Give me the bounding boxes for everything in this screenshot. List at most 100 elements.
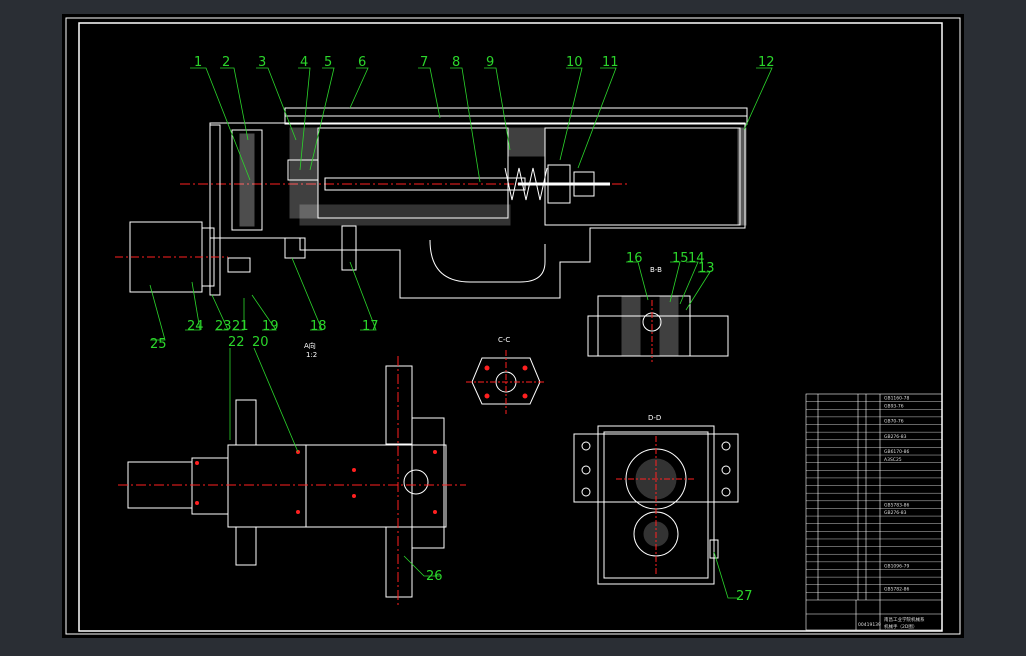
bb-block [597,295,691,357]
balloon-8: 8 [452,55,460,70]
balloon-10: 10 [566,55,583,70]
bom-standards: GB1160-78GB93-76GB70-76GB276-83GB6170-86… [884,396,910,593]
a-arm-top [385,365,413,445]
balloon-15: 15 [672,251,689,266]
main-section-view [115,107,748,299]
balloon-2: 2 [222,55,230,70]
a-arm-bottom [385,526,413,598]
section-cc-label: C-C [498,336,510,344]
leader-lines-bb [626,261,711,311]
gear-pack [231,129,263,231]
left-plate [209,124,221,296]
balloon-21: 21 [232,319,249,334]
gear-teeth [239,133,255,227]
a-body [305,444,447,528]
dd-hole [721,441,731,451]
balloon-18: 18 [310,319,327,334]
balloon-25: 25 [150,337,167,352]
balloon-20: 20 [252,335,269,350]
balloon-26: 26 [426,569,443,584]
leader-lines-a [229,347,440,577]
dd-hole [721,465,731,475]
balloon-9: 9 [486,55,494,70]
bom-standard: GB5782-86 [884,586,910,592]
view-a-label: A向 [304,341,316,350]
dd-hole [721,487,731,497]
dd-inner [603,431,709,579]
dd-plug [709,539,719,559]
balloon-4: 4 [300,55,308,70]
balloon-22: 22 [228,335,245,350]
pinion [227,257,251,273]
drawing-sheet [62,14,964,638]
bom-standard: GB276-83 [884,434,907,440]
cc-bolt-hole [522,393,528,399]
balloon-19: 19 [262,319,279,334]
a-bolt [433,450,437,454]
lower-bracket [429,239,546,283]
section-bb-view [587,295,729,362]
outer-frame [65,17,961,635]
a-bolt [195,461,199,465]
balloon-3: 3 [258,55,266,70]
dd-hole [581,465,591,475]
a-bore [403,469,429,495]
balloon-24: 24 [187,319,204,334]
nut-block [547,164,571,204]
a-bolt [296,510,300,514]
a-gear-bottom [235,526,257,566]
inner-frame [78,22,943,632]
balloon-6: 6 [358,55,366,70]
cc-bolt-hole [484,365,490,371]
section-dd-view [573,425,739,585]
bom-standard: GB70-76 [884,419,904,425]
balloon-12: 12 [758,55,775,70]
balloon-13: 13 [698,261,715,276]
drawing-number: 00419139 [858,622,881,628]
a-side-plate [411,417,445,549]
balloon-23: 23 [215,319,232,334]
spring [504,167,548,201]
bom-table [805,393,943,631]
bom-standard: GB1160-78 [884,396,910,402]
lock-nut [573,171,595,197]
section-dd-label: D-D [648,414,661,422]
bolt-17 [341,225,357,271]
leader-lines-top [149,67,773,341]
mid-wall-hatch-top [507,127,546,157]
balloon-11: 11 [602,55,619,70]
balloon-1: 1 [194,55,202,70]
a-bolt [195,501,199,505]
balloons-main: 1 2 3 4 5 6 7 8 9 10 11 12 25 24 23 21 1… [150,55,775,352]
a-bolt [433,510,437,514]
bb-hatch-left [621,295,641,357]
balloon-27: 27 [736,589,753,604]
bom-standard: GB276-83 [884,510,907,516]
leader-lines-dd [713,551,738,599]
screw-18 [284,237,306,259]
drawing-name: 机械手（2D图） [884,623,917,630]
bom-standard: GB1096-79 [884,564,910,570]
bom-standard: GB93-76 [884,403,904,409]
dd-body [597,425,715,585]
view-a-drawing [118,356,466,606]
balloon-14: 14 [688,251,705,266]
bearing [287,159,319,181]
cc-bolt-hole [484,393,490,399]
left-wall-hatch [289,127,319,219]
title-block [805,393,943,631]
balloon-5: 5 [324,55,332,70]
school-name: 南昌工业学院机械系 [884,616,925,623]
bom-standard: GB5783-86 [884,503,910,509]
a-bolt [352,494,356,498]
bom-rows [806,401,942,593]
section-bb-label: B-B [650,266,662,274]
bottom-wall-hatch [299,204,511,226]
balloon-7: 7 [420,55,428,70]
cc-bolt-hole [522,365,528,371]
dd-hole [581,487,591,497]
a-gear-top [235,399,257,446]
a-bolt [352,468,356,472]
